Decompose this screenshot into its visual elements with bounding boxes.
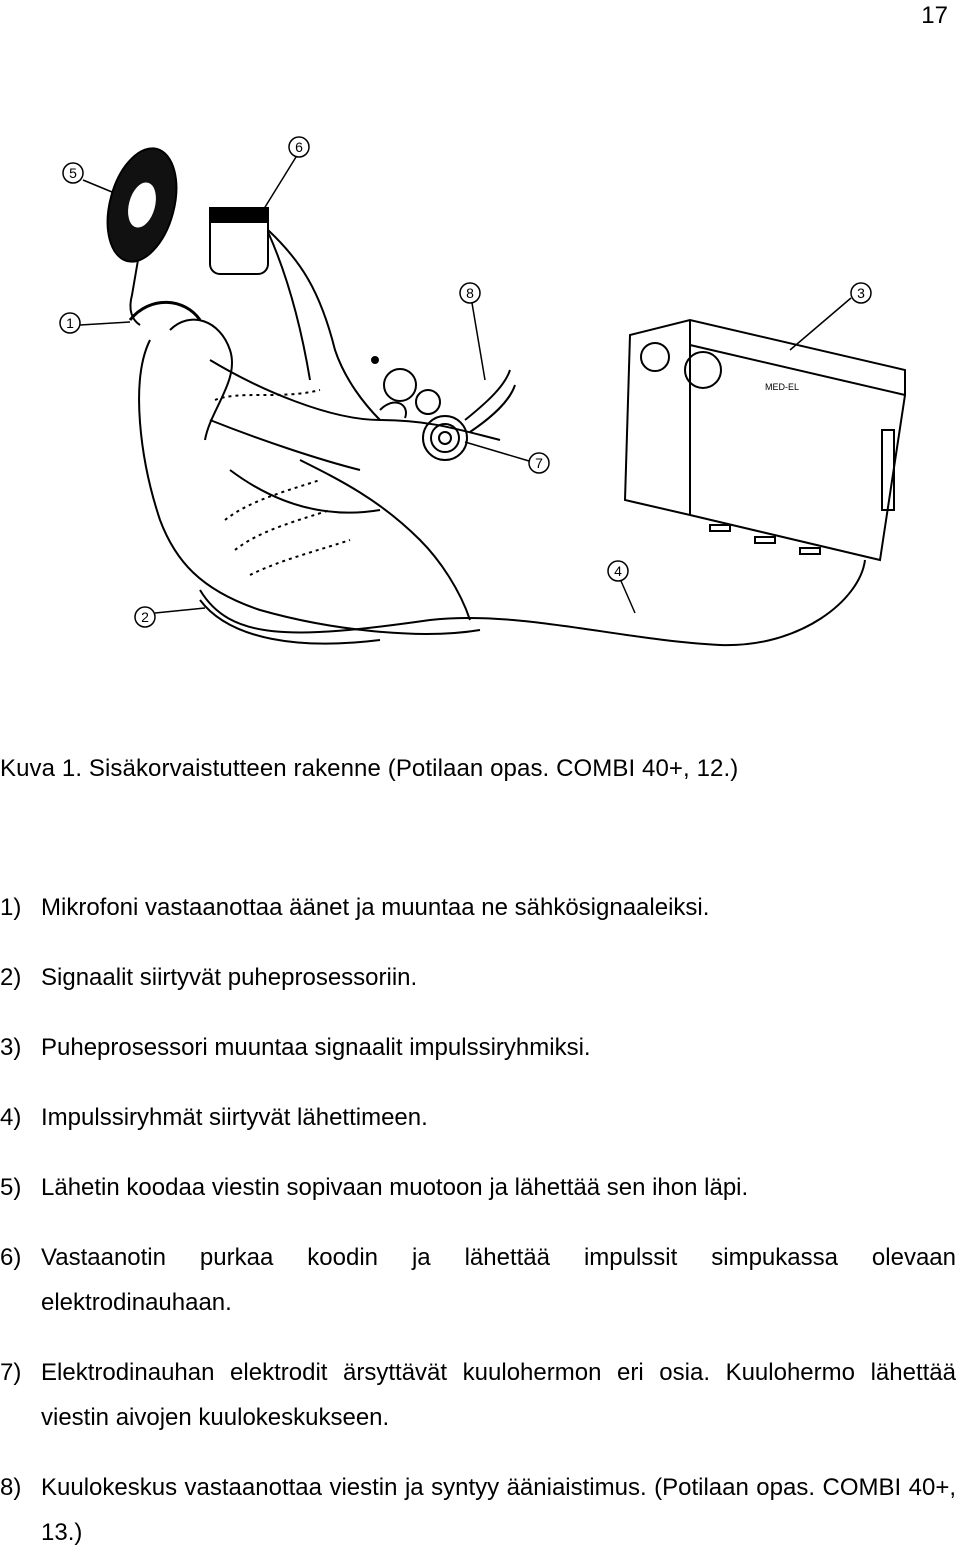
list-item-number: 8) [0,1465,41,1555]
list-item-number: 1) [0,885,41,930]
list-item-text: Elektrodinauhan elektrodit ärsyttävät ku… [41,1350,956,1440]
steps-list: 1) Mikrofoni vastaanottaa äänet ja muunt… [0,885,956,1555]
list-item-text: Mikrofoni vastaanottaa äänet ja muuntaa … [41,885,956,930]
callouts [60,137,871,627]
figure-caption: Kuva 1. Sisäkorvaistutteen rakenne (Poti… [0,755,738,783]
callout-2: 2 [141,609,149,625]
list-item-text: Kuulokeskus vastaanottaa viestin ja synt… [41,1465,956,1555]
list-item: 2) Signaalit siirtyvät puheprosessoriin. [0,955,956,1000]
callout-7: 7 [535,455,543,471]
callout-4: 4 [614,563,622,579]
callout-8: 8 [466,285,474,301]
list-item-number: 6) [0,1235,41,1325]
list-item-text: Impulssiryhmät siirtyvät lähettimeen. [41,1095,956,1140]
list-item-number: 7) [0,1350,41,1440]
list-item: 4) Impulssiryhmät siirtyvät lähettimeen. [0,1095,956,1140]
list-item: 7) Elektrodinauhan elektrodit ärsyttävät… [0,1350,956,1440]
callout-5: 5 [69,165,77,181]
cochlear-implant-figure: MED-EL [0,120,960,660]
list-item: 3) Puheprosessori muuntaa signaalit impu… [0,1025,956,1070]
list-item: 5) Lähetin koodaa viestin sopivaan muoto… [0,1165,956,1210]
list-item-number: 3) [0,1025,41,1070]
list-item: 1) Mikrofoni vastaanottaa äänet ja muunt… [0,885,956,930]
ear-anatomy-illustration [139,320,515,644]
list-item-text: Puheprosessori muuntaa signaalit impulss… [41,1025,956,1070]
list-item-number: 5) [0,1165,41,1210]
transmitter-coil [96,141,188,325]
callout-6: 6 [295,139,303,155]
receiver-implant [210,208,380,420]
list-item-number: 4) [0,1095,41,1140]
list-item-text: Signaalit siirtyvät puheprosessoriin. [41,955,956,1000]
speech-processor-device: MED-EL [625,320,905,560]
page-number: 17 [921,2,948,30]
list-item-text: Lähetin koodaa viestin sopivaan muotoon … [41,1165,956,1210]
list-item: 6) Vastaanotin purkaa koodin ja lähettää… [0,1235,956,1325]
device-label: MED-EL [765,382,799,392]
list-item-text: Vastaanotin purkaa koodin ja lähettää im… [41,1235,956,1325]
callout-1: 1 [66,315,74,331]
list-item-number: 2) [0,955,41,1000]
list-item: 8) Kuulokeskus vastaanottaa viestin ja s… [0,1465,956,1555]
callout-3: 3 [857,285,865,301]
